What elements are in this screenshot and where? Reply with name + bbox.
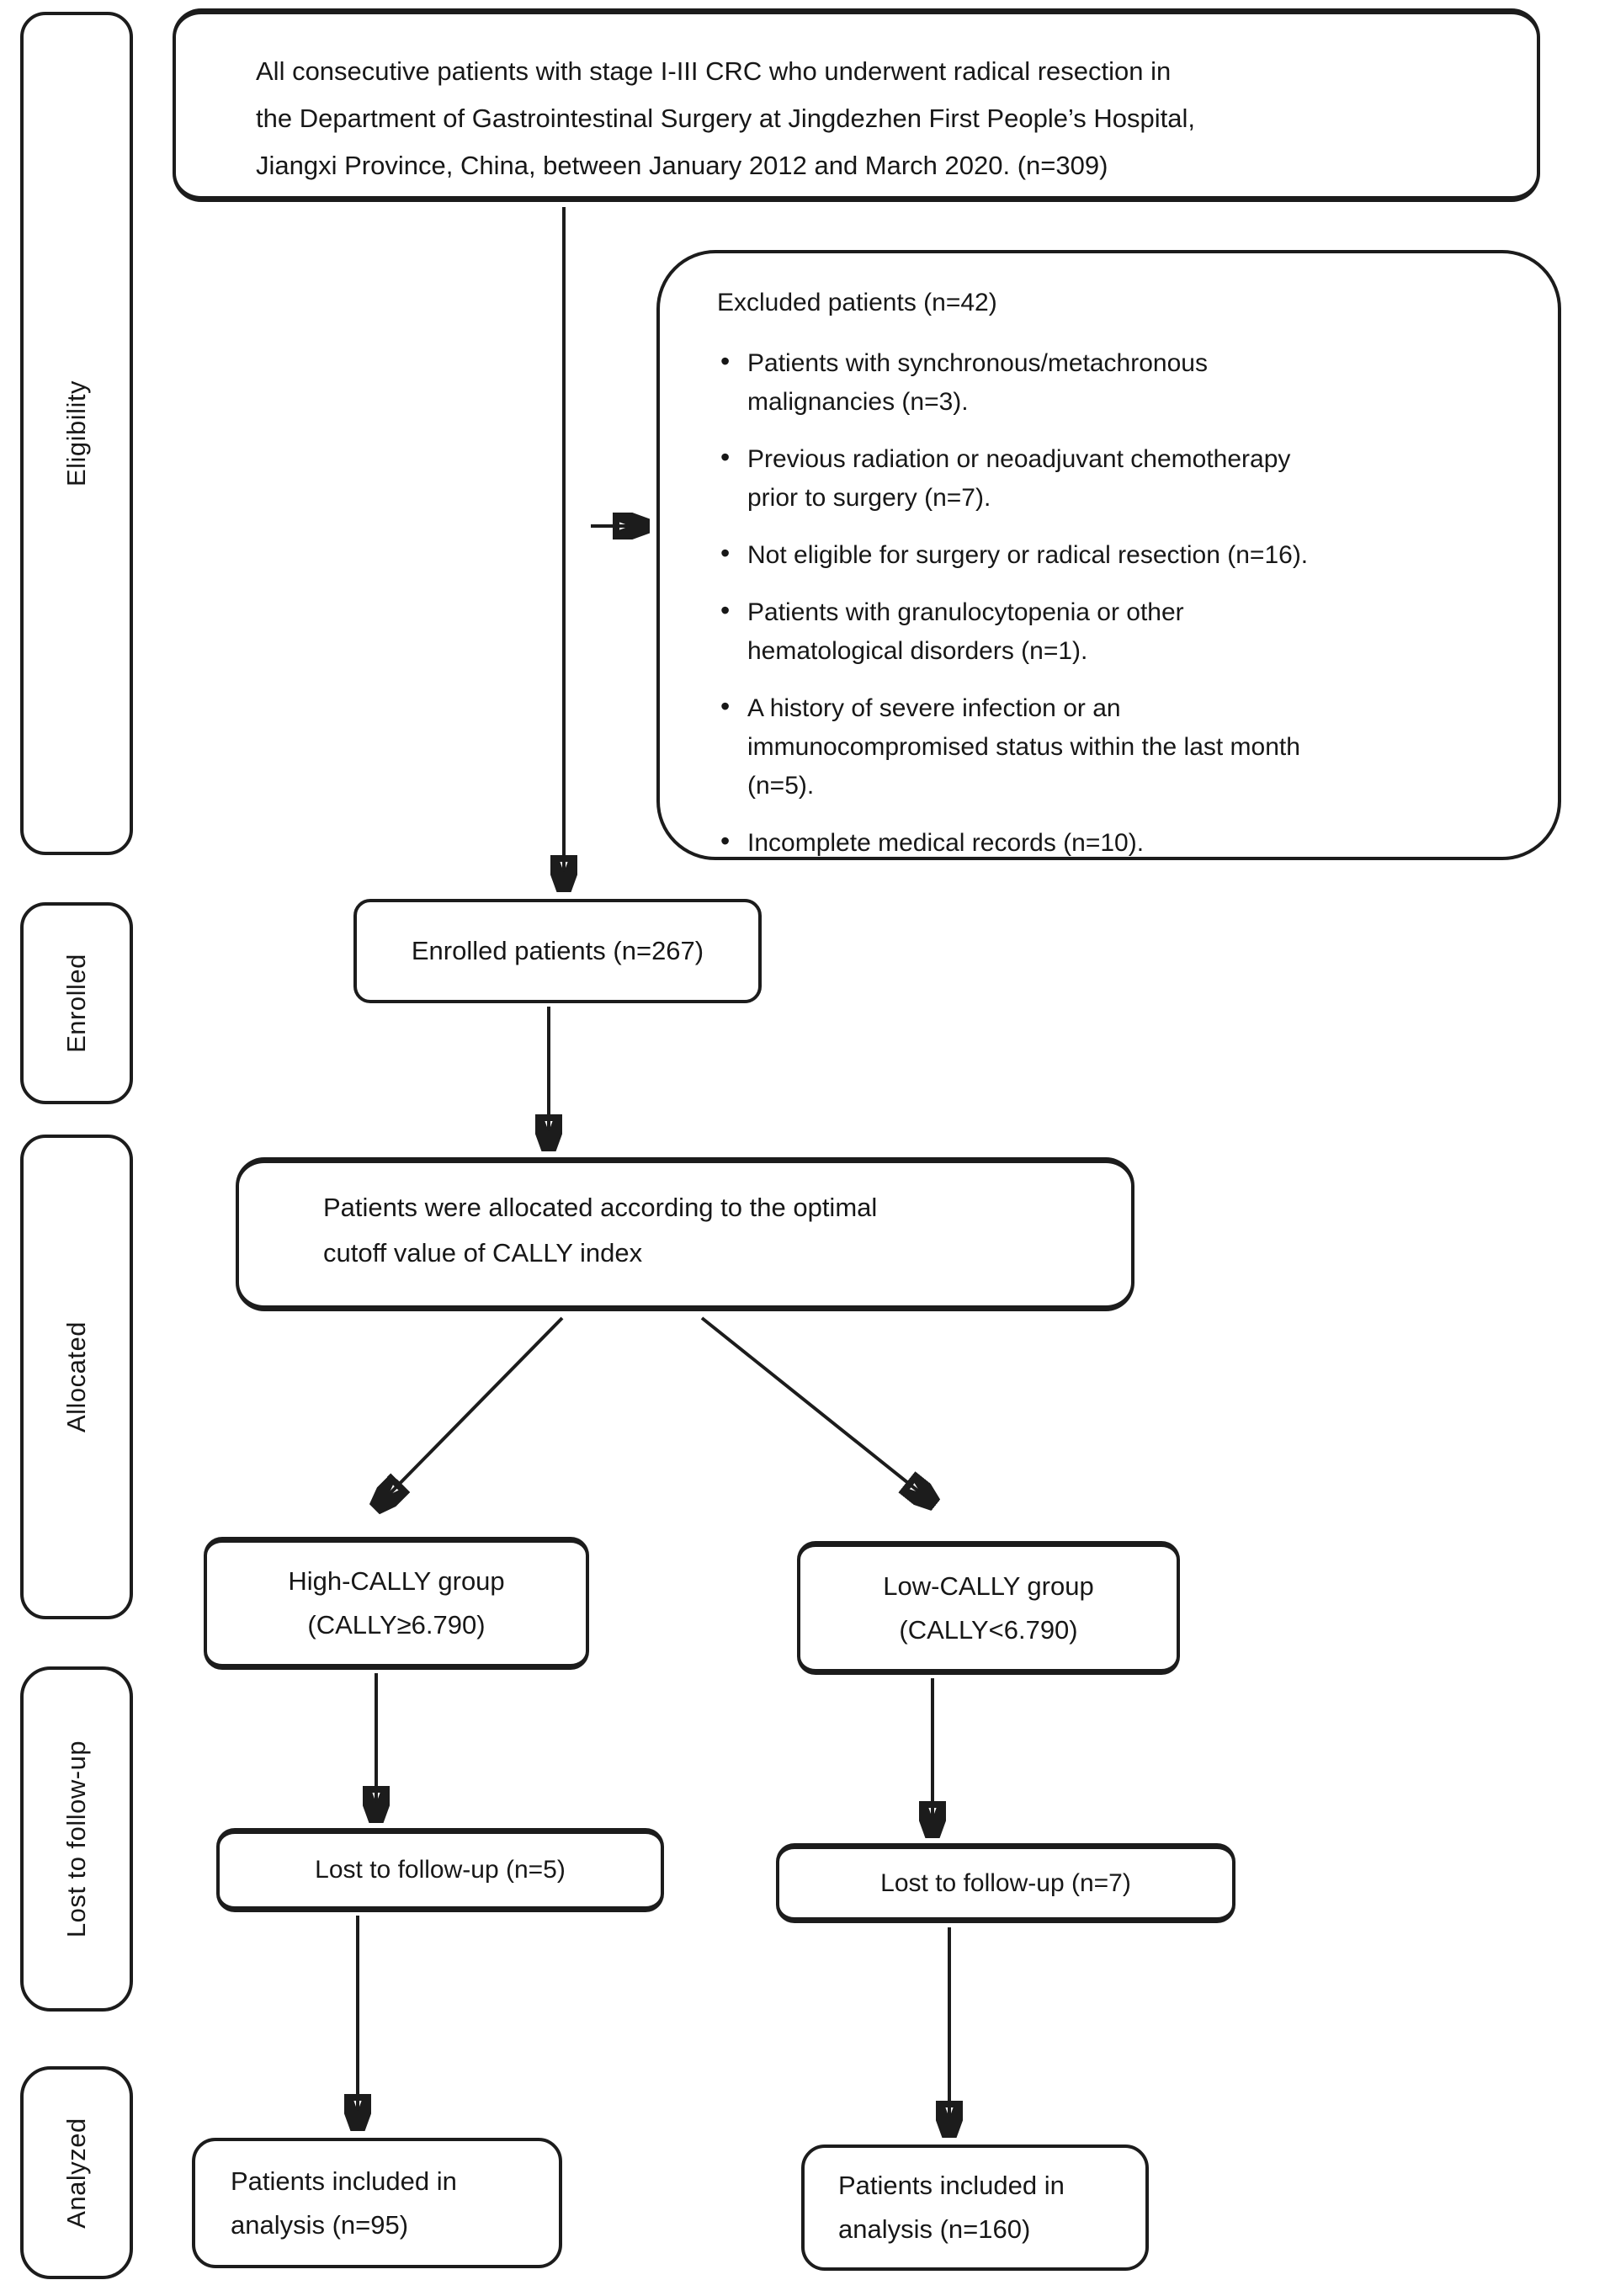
enrolled-text: Enrolled patients (n=267)	[411, 936, 704, 965]
allocation-rule-box: Patients were allocated according to the…	[236, 1157, 1134, 1311]
stage-label-allocated: Allocated	[61, 1321, 91, 1433]
excluded-item-6: • Incomplete medical records (n=10).	[717, 824, 1519, 863]
analyzed-high-line-2: analysis (n=95)	[231, 2209, 409, 2240]
analyzed-low-line-2: analysis (n=160)	[838, 2214, 1031, 2244]
lost-followup-high-text: Lost to follow-up (n=5)	[315, 1856, 566, 1884]
excluded-item-5-line-3: (n=5).	[747, 772, 815, 800]
high-group-line-2: (CALLY≥6.790)	[307, 1610, 486, 1640]
excluded-item-2-line-2: prior to surgery (n=7).	[747, 484, 991, 512]
source-population-box: All consecutive patients with stage I-II…	[173, 8, 1540, 202]
analyzed-high-box: Patients included in analysis (n=95)	[192, 2138, 562, 2268]
stage-label-enrolled: Enrolled	[61, 954, 91, 1053]
excluded-item-3: • Not eligible for surgery or radical re…	[717, 536, 1519, 575]
excluded-item-4-line-1: Patients with granulocytopenia or other	[747, 598, 1184, 626]
excluded-item-2-line-1: Previous radiation or neoadjuvant chemot…	[747, 445, 1291, 473]
high-group-line-1: High-CALLY group	[288, 1566, 505, 1596]
analyzed-low-line-1: Patients included in	[838, 2171, 1065, 2200]
excluded-title: Excluded patients (n=42)	[717, 289, 997, 316]
source-line-2: the Department of Gastrointestinal Surge…	[256, 104, 1195, 133]
stage-label-analyzed: Analyzed	[61, 2117, 91, 2229]
bullet-icon: •	[720, 346, 731, 376]
excluded-item-6-line-1: Incomplete medical records (n=10).	[747, 829, 1145, 857]
bullet-icon: •	[720, 826, 731, 856]
low-cally-group-box: Low-CALLY group (CALLY<6.790)	[797, 1541, 1180, 1675]
excluded-patients-box: Excluded patients (n=42) • Patients with…	[656, 250, 1561, 860]
low-group-line-1: Low-CALLY group	[883, 1571, 1094, 1601]
source-line-1: All consecutive patients with stage I-II…	[256, 56, 1172, 86]
bullet-icon: •	[720, 442, 731, 472]
bullet-icon: •	[720, 691, 731, 721]
stage-box-lost-to-follow-up: Lost to follow-up	[20, 1666, 133, 2012]
analyzed-high-line-1: Patients included in	[231, 2166, 457, 2196]
bullet-icon: •	[720, 595, 731, 625]
low-group-line-2: (CALLY<6.790)	[899, 1614, 1078, 1645]
excluded-item-1-line-1: Patients with synchronous/metachronous	[747, 349, 1208, 377]
bullet-icon: •	[720, 538, 731, 568]
arrow-allocation-to-low-group	[700, 1316, 929, 1500]
allocation-line-1: Patients were allocated according to the…	[323, 1192, 878, 1222]
analyzed-low-box: Patients included in analysis (n=160)	[801, 2145, 1149, 2271]
stage-box-enrolled: Enrolled	[20, 902, 133, 1104]
excluded-item-1: • Patients with synchronous/metachronous…	[717, 344, 1519, 422]
excluded-item-4-line-2: hematological disorders (n=1).	[747, 637, 1088, 665]
lost-followup-high-box: Lost to follow-up (n=5)	[216, 1828, 664, 1912]
stage-box-analyzed: Analyzed	[20, 2066, 133, 2279]
enrolled-patients-box: Enrolled patients (n=267)	[353, 899, 762, 1003]
lost-followup-low-box: Lost to follow-up (n=7)	[776, 1843, 1235, 1923]
high-cally-group-box: High-CALLY group (CALLY≥6.790)	[204, 1537, 589, 1670]
allocation-line-2: cutoff value of CALLY index	[323, 1237, 643, 1268]
excluded-item-2: • Previous radiation or neoadjuvant chem…	[717, 440, 1519, 518]
excluded-item-3-line-1: Not eligible for surgery or radical rese…	[747, 541, 1309, 569]
stage-box-eligibility: Eligibility	[20, 12, 133, 855]
stage-box-allocated: Allocated	[20, 1135, 133, 1619]
source-line-3: Jiangxi Province, China, between January…	[256, 151, 1108, 180]
stage-label-lost-to-follow-up: Lost to follow-up	[61, 1740, 92, 1938]
arrow-allocation-to-high-group	[380, 1316, 564, 1503]
excluded-item-5-line-2: immunocompromised status within the last…	[747, 733, 1300, 761]
excluded-item-4: • Patients with granulocytopenia or othe…	[717, 593, 1519, 671]
lost-followup-low-text: Lost to follow-up (n=7)	[880, 1868, 1131, 1897]
excluded-item-5-line-1: A history of severe infection or an	[747, 694, 1121, 722]
excluded-item-1-line-2: malignancies (n=3).	[747, 388, 969, 416]
stage-label-eligibility: Eligibility	[61, 380, 92, 487]
excluded-item-5: • A history of severe infection or an im…	[717, 689, 1519, 805]
